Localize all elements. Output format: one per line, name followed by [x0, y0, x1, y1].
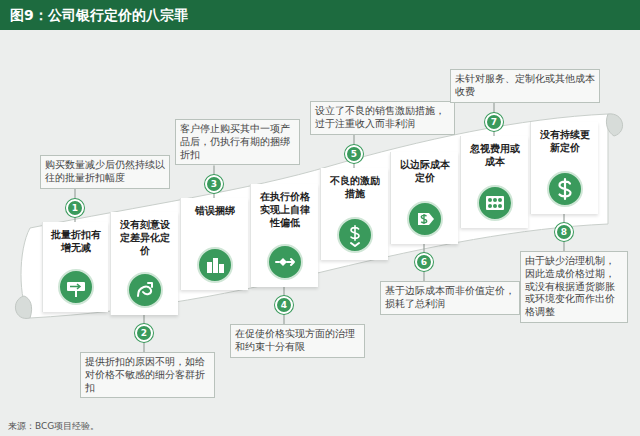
leader-line: [75, 189, 76, 199]
number-text: 5: [347, 147, 361, 161]
callout-text: 购买数量减少后仍然持续以往的批量折扣幅度: [45, 159, 165, 185]
icon-glyph: [269, 246, 301, 278]
callout-text: 客户停止购买其中一项产品后，仍执行有期的捆绑折扣: [180, 123, 295, 161]
panel-label-wrap: 没有刻意设定差异化定价: [111, 212, 178, 257]
pricing-panel: 在执行价格实现上自律性偏低: [250, 184, 318, 287]
panel-label-wrap: 在执行价格实现上自律性偏低: [251, 184, 318, 229]
pricing-panel: 错误捆绑: [180, 198, 248, 290]
number-text: 4: [277, 298, 291, 312]
panel-label: 批量折扣有增无减: [43, 222, 108, 254]
panel-label-wrap: 错误捆绑: [181, 198, 248, 217]
icon-glyph: [60, 271, 92, 303]
panel-icon: [547, 171, 583, 207]
panel-label: 以边际成本定价: [391, 152, 458, 184]
panel-label: 在执行价格实现上自律性偏低: [251, 184, 318, 229]
pricing-panel: 以边际成本定价: [390, 152, 458, 244]
title-text: 图9：公司银行定价的八宗罪: [0, 0, 640, 30]
panel-label-wrap: 不良的激励措施: [321, 168, 388, 200]
title-bar: 图9：公司银行定价的八宗罪: [0, 0, 640, 30]
callout-box: 由于缺少治理机制，因此造成价格过期，或没有根据通货膨胀或环境变化而作出价格调整: [520, 251, 628, 323]
callout-number: 1: [66, 199, 84, 217]
callout-text: 提供折扣的原因不明，如给对价格不敏感的细分客群折扣: [85, 356, 210, 394]
icon-glyph: [409, 203, 441, 235]
panel-icon: [197, 247, 233, 283]
number-text: 8: [557, 225, 571, 239]
panel-label: 没有刻意设定差异化定价: [111, 212, 178, 257]
panel-icon: [477, 185, 513, 221]
leader-line: [494, 103, 495, 113]
panel-label-wrap: 没有持续更新定价: [531, 122, 598, 154]
panel-label-wrap: 以边际成本定价: [391, 152, 458, 184]
callout-box: 提供折扣的原因不明，如给对价格不敏感的细分客群折扣: [80, 352, 215, 398]
callout-number: 7: [485, 113, 503, 131]
icon-glyph: [199, 249, 231, 281]
pricing-panel: 没有刻意设定差异化定价: [110, 212, 178, 315]
leader-line: [564, 214, 565, 223]
leader-line: [284, 314, 285, 324]
number-text: 3: [207, 177, 221, 191]
icon-glyph: [339, 219, 371, 251]
panel-label-wrap: 批量折扣有增无减: [43, 222, 108, 254]
callout-number: 6: [415, 253, 433, 271]
callout-text: 设立了不良的销售激励措施，过于注重收入而非利润: [315, 105, 450, 131]
panel-label: 错误捆绑: [181, 198, 248, 217]
number-text: 7: [487, 115, 501, 129]
panel-icon: [127, 272, 163, 308]
panel-label-wrap: 忽视费用或成本: [461, 136, 528, 168]
number-text: 2: [137, 326, 151, 340]
panel-label: 没有持续更新定价: [531, 122, 598, 154]
callout-text: 未针对服务、定制化或其他成本收费: [455, 73, 595, 99]
callout-box: 设立了不良的销售激励措施，过于注重收入而非利润: [310, 101, 455, 135]
panel-icon: [267, 244, 303, 280]
leader-line: [144, 342, 145, 352]
leader-line: [284, 287, 285, 296]
panel-icon: [407, 201, 443, 237]
pricing-panel: 忽视费用或成本: [460, 136, 528, 228]
callout-box: 购买数量减少后仍然持续以往的批量折扣幅度: [40, 155, 170, 189]
callout-number: 8: [555, 223, 573, 241]
callout-text: 基于边际成本而非价值定价，损耗了总利润: [385, 285, 515, 311]
pricing-panel: 不良的激励措施: [320, 168, 388, 260]
pricing-panel: 没有持续更新定价: [530, 122, 598, 214]
icon-glyph: [479, 187, 511, 219]
leader-line: [214, 165, 215, 175]
panel-label: 不良的激励措施: [321, 168, 388, 200]
callout-box: 基于边际成本而非价值定价，损耗了总利润: [380, 281, 520, 315]
panel-icon: [337, 217, 373, 253]
leader-line: [564, 241, 565, 251]
leader-line: [144, 315, 145, 324]
callout-box: 未针对服务、定制化或其他成本收费: [450, 69, 600, 103]
panel-icon: [58, 269, 94, 305]
pricing-panel: 批量折扣有增无减: [42, 222, 108, 312]
leader-line: [424, 244, 425, 253]
caption: 来源：BCG项目经验。: [8, 414, 99, 433]
callout-number: 3: [205, 175, 223, 193]
icon-glyph: [129, 274, 161, 306]
icon-glyph: [549, 173, 581, 205]
callout-box: 客户停止购买其中一项产品后，仍执行有期的捆绑折扣: [175, 119, 300, 165]
leader-line: [424, 271, 425, 281]
panel-label: 忽视费用或成本: [461, 136, 528, 168]
number-text: 6: [417, 255, 431, 269]
caption-text: 来源：BCG项目经验。: [8, 421, 99, 431]
callout-box: 在促使价格实现方面的治理和约束十分有限: [230, 324, 365, 358]
callout-text: 在促使价格实现方面的治理和约束十分有限: [235, 328, 360, 354]
callout-text: 由于缺少治理机制，因此造成价格过期，或没有根据通货膨胀或环境变化而作出价格调整: [525, 255, 623, 319]
leader-line: [354, 135, 355, 145]
callout-number: 5: [345, 145, 363, 163]
number-text: 1: [68, 201, 82, 215]
callout-number: 2: [135, 324, 153, 342]
callout-number: 4: [275, 296, 293, 314]
